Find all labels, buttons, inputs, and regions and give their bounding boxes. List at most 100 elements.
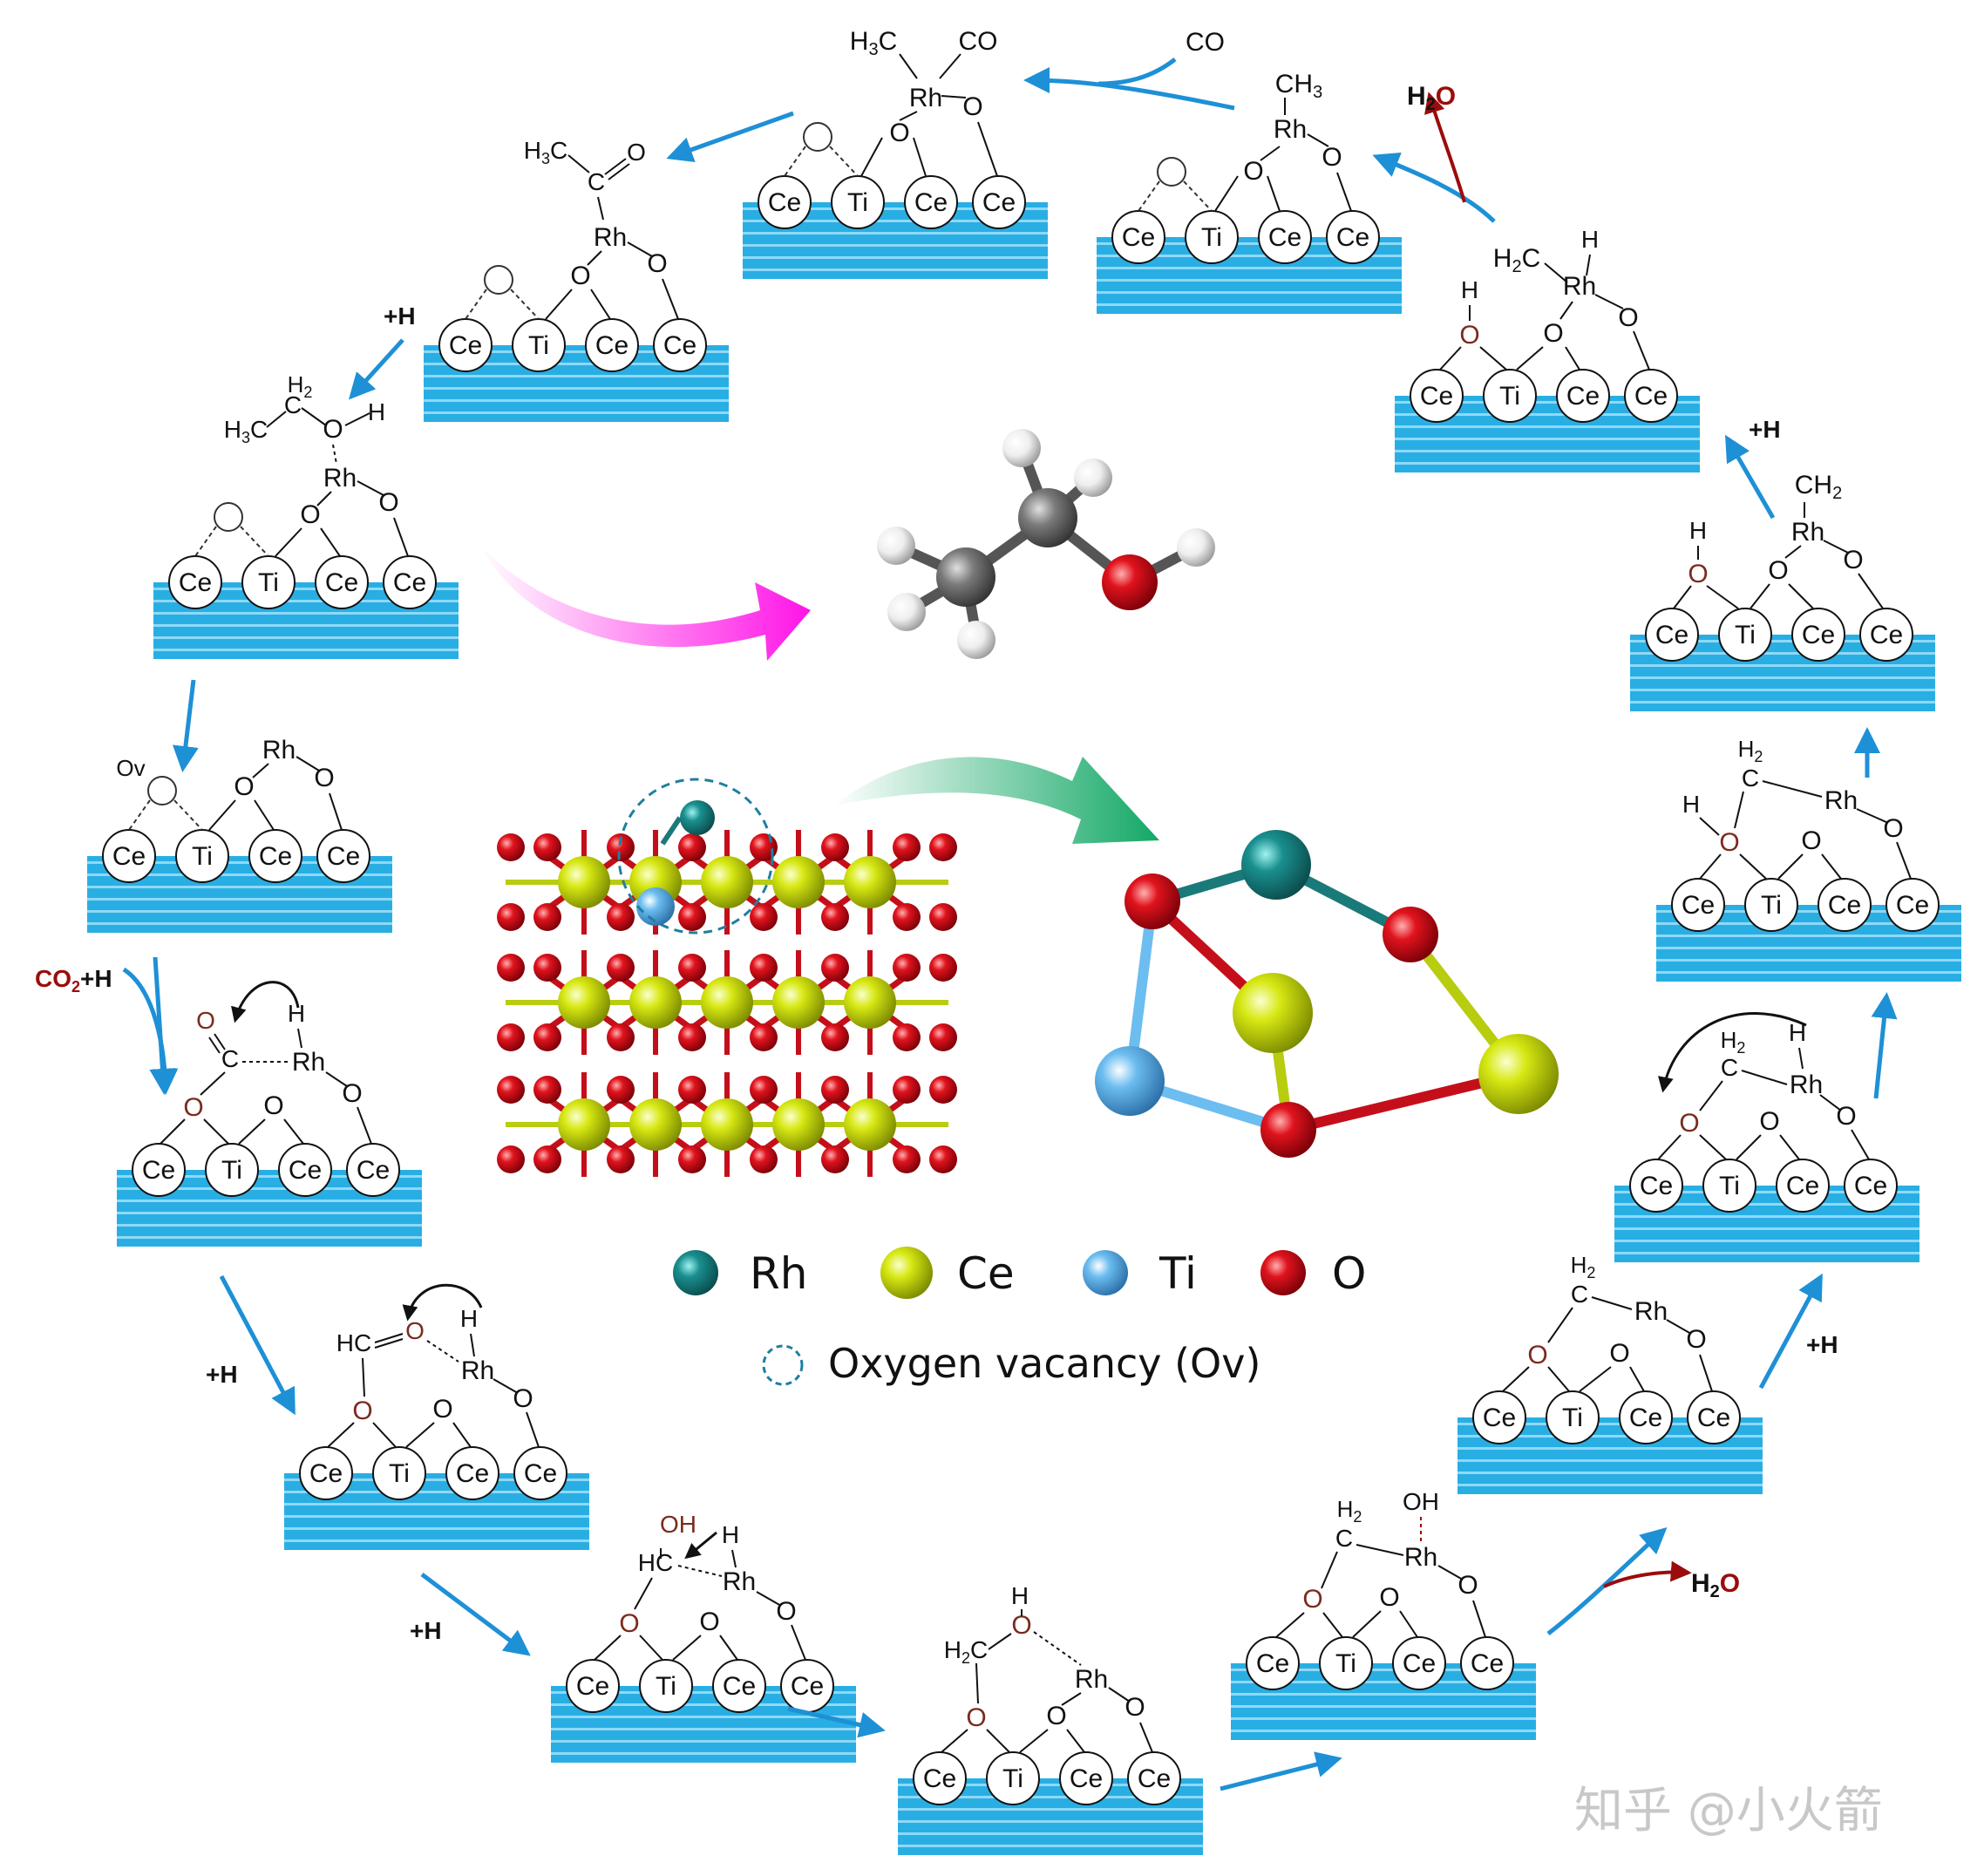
plus-h-label-2: +H: [1749, 416, 1781, 443]
legend-rh-label: Rh: [750, 1248, 807, 1299]
svg-text:O: O: [1801, 826, 1821, 855]
lattice-atom-ce: [772, 856, 825, 908]
svg-text:Rh: Rh: [723, 1567, 756, 1596]
lattice-atom-ce: [844, 976, 896, 1029]
svg-text:Rh: Rh: [1824, 786, 1858, 815]
plus-h-label-3: +H: [1806, 1331, 1838, 1358]
process-labels: +H +H +H +H +H CO H2O H2O CO2+H: [35, 28, 1838, 1644]
legend-ov-swatch: [762, 1344, 804, 1386]
lattice-atom-ti: [636, 887, 675, 926]
svg-text:O: O: [378, 488, 398, 517]
intermediate-h2c-rh-lower: O O C H2 Rh O: [1457, 1252, 1763, 1495]
intermediate-h2c-oh: O O H2C H O Rh O: [897, 1582, 1204, 1856]
cluster-atom-ce: [1478, 1034, 1559, 1114]
lattice-atom-o: [893, 1076, 921, 1104]
lattice-atom-o: [678, 954, 706, 982]
lattice-atom-o: [750, 1023, 778, 1051]
lattice-atom-ce: [558, 856, 610, 908]
cluster-atom-o: [1260, 1102, 1316, 1158]
lattice-atom-ce: [558, 976, 610, 1029]
svg-text:H2: H2: [1721, 1027, 1746, 1057]
lattice-atom-ce: [701, 856, 753, 908]
svg-text:O: O: [300, 500, 320, 529]
lattice-atom-o: [893, 1023, 921, 1051]
lattice-atom-o: [533, 1023, 561, 1051]
atom-h: [887, 593, 926, 631]
ethanol-molecule: [877, 429, 1215, 659]
svg-text:H: H: [1682, 791, 1700, 818]
svg-text:H: H: [368, 398, 385, 425]
lattice-atom-o: [533, 833, 561, 861]
svg-text:H3C: H3C: [224, 416, 268, 446]
h2o-label-top: H2O: [1407, 82, 1456, 114]
lattice-atom-o: [607, 833, 635, 861]
svg-text:O: O: [1379, 1583, 1399, 1612]
svg-text:H2: H2: [1738, 736, 1763, 765]
svg-text:H2: H2: [1337, 1496, 1362, 1526]
lattice-atom-o: [750, 903, 778, 931]
legend: Rh Ce Ti O Oxygen vacancy (Ov): [673, 1247, 1366, 1387]
lattice-atom-ce: [558, 1098, 610, 1151]
lattice-atom-o: [607, 1076, 635, 1104]
svg-text:O: O: [1686, 1325, 1706, 1354]
plus-h-label-4: +H: [206, 1361, 238, 1388]
svg-text:H: H: [1689, 517, 1707, 544]
lattice-atom-o: [821, 833, 849, 861]
svg-text:O: O: [1836, 1102, 1856, 1131]
svg-text:OH: OH: [1403, 1488, 1439, 1515]
intermediate-h2c-rh-oh: O O C H2 Rh OH O: [1230, 1488, 1537, 1741]
svg-text:O: O: [1011, 1611, 1031, 1640]
svg-text:CH3: CH3: [1275, 70, 1322, 102]
svg-text:O: O: [962, 92, 982, 121]
lattice-atom-o: [533, 1076, 561, 1104]
svg-text:O: O: [966, 1703, 986, 1732]
svg-text:O: O: [432, 1395, 452, 1424]
intermediate-methyl-rh: O O Rh CH3: [1096, 70, 1403, 315]
ov-label: Ov: [116, 755, 145, 781]
svg-text:Rh: Rh: [1791, 518, 1824, 547]
active-site-cluster: [1095, 830, 1559, 1158]
lattice-atom-o: [929, 1076, 957, 1104]
svg-text:H3C: H3C: [850, 27, 897, 59]
atom-c: [1018, 488, 1077, 547]
svg-text:H3C: H3C: [524, 137, 567, 167]
lattice-atom-ce: [772, 976, 825, 1029]
lattice-atom-o: [678, 1076, 706, 1104]
lattice-atom-o: [929, 954, 957, 982]
svg-text:H: H: [1011, 1582, 1029, 1609]
svg-text:HC: HC: [336, 1329, 371, 1356]
svg-text:Rh: Rh: [323, 464, 357, 493]
cluster-atom-ce: [1233, 973, 1313, 1053]
lattice-atom-ce: [629, 976, 682, 1029]
intermediate-ch2-rh: O H O Rh O CH2: [1629, 471, 1936, 712]
svg-text:O: O: [570, 262, 590, 290]
lattice-atom-o: [929, 903, 957, 931]
svg-text:C: C: [1721, 1054, 1738, 1081]
svg-text:H: H: [722, 1521, 739, 1548]
atom-h: [1002, 429, 1041, 467]
lattice-atom-ce: [772, 1098, 825, 1151]
cluster-atom-ti: [1095, 1046, 1165, 1116]
svg-text:O: O: [234, 772, 254, 801]
svg-text:O: O: [619, 1609, 639, 1638]
lattice-atom-rh: [680, 800, 715, 835]
lattice-atom-o: [678, 903, 706, 931]
legend-o-swatch: [1260, 1250, 1306, 1295]
svg-text:O: O: [342, 1079, 362, 1108]
legend-o-label: O: [1332, 1248, 1366, 1299]
lattice-atom-ce: [844, 1098, 896, 1151]
h2o-release-arrow-top: [1424, 92, 1466, 203]
svg-text:O: O: [1459, 321, 1479, 350]
intermediate-hco: O O HC O Rh H O: [283, 1283, 590, 1551]
lattice-atom-o: [821, 903, 849, 931]
svg-text:O: O: [1302, 1585, 1322, 1614]
intermediate-h2c-rh: O H O C H2 Rh O: [1655, 736, 1962, 982]
watermark: 知乎 @小火箭: [1574, 1783, 1883, 1839]
svg-text:C: C: [1742, 765, 1759, 792]
lattice-atom-o: [607, 903, 635, 931]
legend-ce-label: Ce: [957, 1248, 1015, 1299]
svg-text:O: O: [1243, 157, 1263, 186]
svg-text:O: O: [352, 1397, 372, 1425]
structure-zoom-arrow: [833, 757, 1159, 844]
svg-text:C: C: [588, 168, 605, 195]
